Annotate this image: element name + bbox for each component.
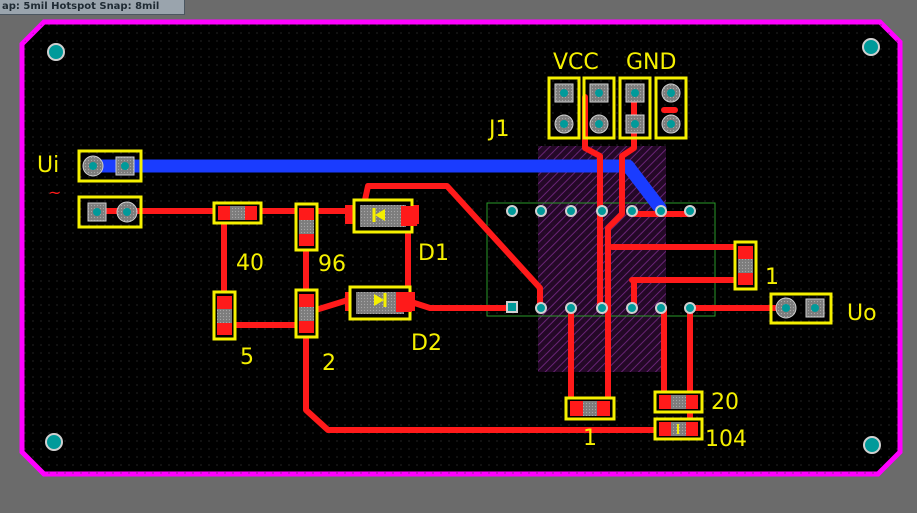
diode-d1[interactable] [345,198,419,234]
label-ui-symbol: ~ [48,183,61,202]
label-r96: 96 [318,252,346,277]
resistor-r2 [294,288,319,339]
resistor-r96 [294,202,319,252]
resistor-r1-right [733,240,758,291]
resistor-r40 [212,201,263,225]
label-r1-bottom: 1 [583,426,597,451]
resistor-r20 [653,390,704,414]
diode-d2[interactable] [345,285,415,321]
mounting-holes [45,38,881,454]
label-r20: 20 [711,390,739,415]
label-d1: D1 [418,241,449,266]
label-uo: Uo [847,301,877,326]
label-vcc: VCC [553,50,599,75]
label-r5: 5 [240,345,254,370]
label-c104: 104 [705,427,747,452]
label-d2: D2 [411,331,442,356]
label-r1-right: 1 [765,265,779,290]
board-grid [22,22,900,474]
j1-connector[interactable] [547,76,688,140]
uo-connector[interactable] [769,292,833,325]
snap-status-readout: ap: 5mil Hotspot Snap: 8mil [0,0,185,15]
label-r2: 2 [322,351,336,376]
ui-connector[interactable] [77,149,143,229]
silkscreen-labels: Ui ~ Uo VCC GND J1 D1 D2 40 96 5 2 1 1 2… [37,50,877,452]
resistor-r1-bottom [564,396,616,421]
label-r40: 40 [236,251,264,276]
ic-pads[interactable] [506,205,696,314]
capacitor-c104 [653,417,704,441]
label-gnd: GND [626,50,676,75]
resistor-r5 [212,290,237,341]
bottom-copper-trace[interactable] [85,159,667,215]
label-j1: J1 [487,117,510,142]
smd-components[interactable] [212,201,758,441]
label-ui: Ui [37,153,59,178]
